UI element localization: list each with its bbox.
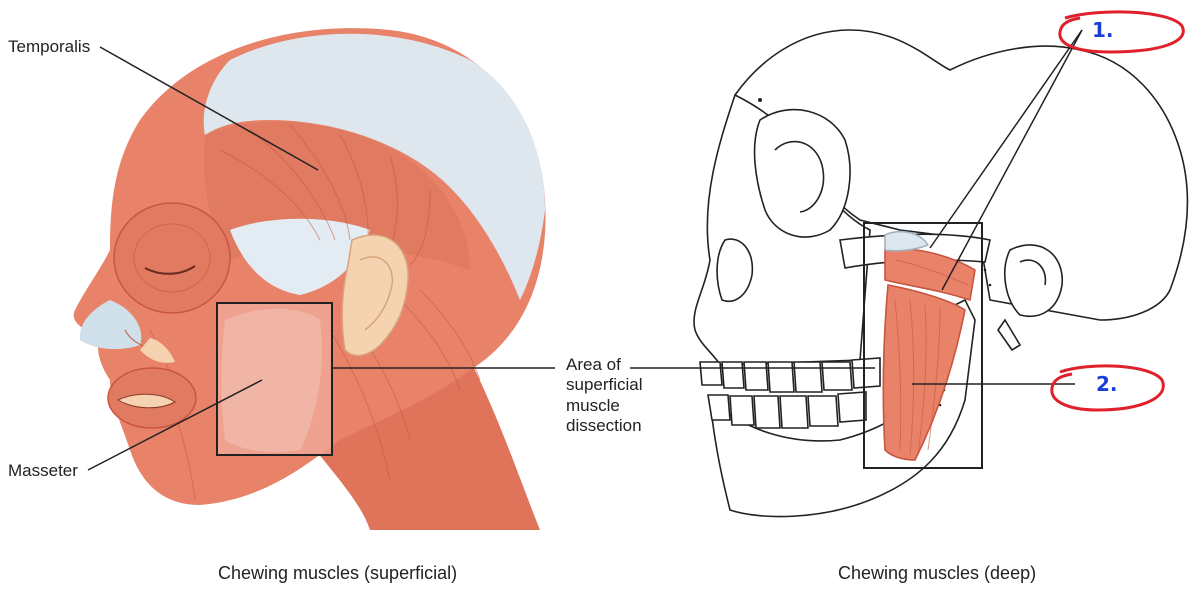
deep-muscle-fibres xyxy=(894,259,969,456)
mouth xyxy=(116,393,176,409)
label-area-line3: muscle xyxy=(566,395,620,415)
medial-pterygoid-muscle xyxy=(882,284,966,461)
masseter-muscle xyxy=(221,308,322,452)
temporalis-leader xyxy=(99,46,319,171)
annotation-mark-1: 1. xyxy=(1092,18,1114,42)
annotation-circles xyxy=(1050,10,1185,412)
leader-lines xyxy=(87,29,1083,471)
label-masseter: Masseter xyxy=(8,461,78,480)
scalp-aponeurosis xyxy=(203,33,545,300)
nose-cartilage xyxy=(79,300,142,350)
nasal-cavity xyxy=(716,238,754,302)
leader-1a xyxy=(929,29,1083,249)
mastoid-process xyxy=(997,318,1022,352)
deep-dissection-box xyxy=(863,222,983,469)
orbicularis-oculi xyxy=(113,202,231,314)
temporalis-tendon xyxy=(230,218,370,295)
deep-skull-illustration xyxy=(693,29,1189,518)
label-area-line1: Area of xyxy=(566,355,621,374)
masseter-leader xyxy=(87,379,263,471)
lower-teeth xyxy=(707,391,867,429)
closed-eye xyxy=(144,265,196,275)
label-area-line2: superficial xyxy=(566,375,643,395)
superficial-head-illustration xyxy=(73,28,546,530)
label-area-line4: dissection xyxy=(566,416,642,436)
annotation-circle-2 xyxy=(1050,364,1165,412)
ear-canal xyxy=(1004,244,1063,317)
label-temporalis: Temporalis xyxy=(8,37,91,56)
temporalis-tendon-deep xyxy=(884,230,930,252)
dissection-area-box xyxy=(216,302,333,456)
annotation-circle-1 xyxy=(1058,10,1185,54)
mandible xyxy=(709,298,976,518)
eye-orbit xyxy=(753,108,851,238)
caption-deep: Chewing muscles (deep) xyxy=(838,563,1037,583)
annotation-mark-2: 2. xyxy=(1096,372,1118,396)
upper-teeth xyxy=(699,357,881,393)
caption-superficial: Chewing muscles (superficial) xyxy=(218,563,458,583)
neck-muscles xyxy=(300,360,540,530)
ear xyxy=(341,234,409,357)
muscle-fibres xyxy=(149,124,481,501)
leader-1b xyxy=(941,29,1083,291)
label-area-of-dissection: Area of superficial muscle dissection xyxy=(566,355,643,437)
